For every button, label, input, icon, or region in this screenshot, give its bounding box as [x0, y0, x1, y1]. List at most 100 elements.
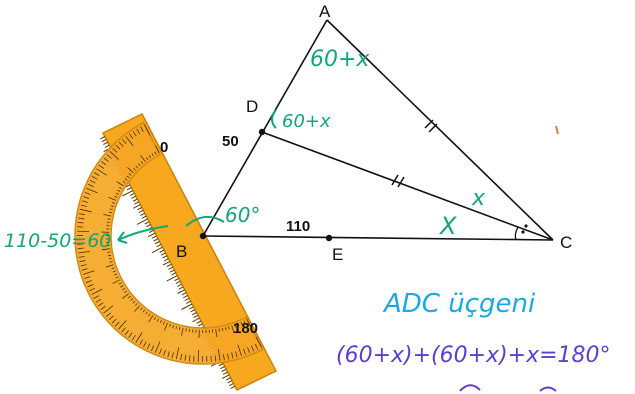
ruler-tick [163, 258, 169, 262]
ruler-tick [181, 303, 193, 310]
side-AC [326, 19, 554, 241]
protractor-tick [93, 172, 100, 176]
protractor-tick [108, 211, 112, 214]
protractor-tick [146, 343, 151, 350]
protractor-tick [109, 208, 113, 211]
protractor-tick [78, 217, 85, 220]
point-D [258, 128, 266, 136]
ruler-tick [230, 385, 236, 390]
protractor-tick [87, 284, 94, 288]
protractor-tick [214, 355, 217, 362]
protractor-tick [154, 151, 157, 155]
partial-stroke-1 [459, 384, 481, 392]
protractor-tick [101, 248, 110, 251]
protractor-tick [93, 295, 99, 299]
protractor-tick [107, 218, 111, 220]
stray-mark [555, 125, 559, 135]
point-B [199, 232, 207, 240]
protractor-tick [127, 167, 134, 174]
protractor-tick [80, 204, 87, 207]
protractor-tick [106, 154, 112, 159]
ruler-tick [162, 255, 168, 259]
ruler-tick [228, 382, 234, 387]
protractor-tick [167, 351, 170, 358]
annotation-angle-C-lower: X [438, 212, 457, 240]
protractor-tick [108, 197, 117, 201]
ruler-tick [192, 317, 200, 323]
protractor-tick [155, 145, 160, 153]
protractor-tick [140, 126, 144, 132]
protractor-tick [148, 315, 154, 323]
protractor-tick [91, 288, 103, 296]
protractor-tick [108, 258, 112, 260]
protractor-tick [87, 183, 94, 188]
protractor-tick [122, 138, 127, 145]
protractor-tick [135, 165, 139, 169]
protractor-tick [197, 349, 199, 362]
ruler-tick [175, 280, 181, 285]
protractor-tick [91, 176, 98, 180]
protractor-tick [148, 155, 152, 159]
protractor-tick [98, 302, 104, 307]
angle-B-arc [185, 215, 225, 227]
ruler-tick [191, 312, 197, 316]
protractor-tick [115, 144, 121, 150]
ruler-tick [184, 297, 190, 302]
ruler-tick [193, 314, 199, 319]
protractor-tick [135, 332, 143, 343]
arrow-left-icon [117, 225, 169, 244]
protractor-tick [89, 287, 96, 292]
annotation-equation: (60+x)+(60+x)+x=180° [336, 343, 611, 368]
annotation-angle-C-upper: x [471, 186, 486, 211]
protractor-tick [132, 131, 137, 137]
ruler-tick [131, 195, 137, 199]
label-E: E [332, 245, 343, 264]
protractor-tick [124, 290, 127, 294]
protractor-label-110: 110 [286, 218, 310, 235]
protractor-tick [107, 254, 112, 257]
protractor-tick [122, 181, 126, 184]
ruler-tick [160, 252, 166, 256]
protractor-tick [96, 168, 107, 176]
ruler-tick [138, 209, 144, 214]
protractor-tick [115, 192, 119, 195]
protractor-tick [234, 324, 237, 328]
protractor-tick [108, 315, 114, 321]
protractor-tick [124, 178, 128, 181]
protractor-tick [228, 326, 230, 330]
annotation-angle-A: 60+x [310, 47, 370, 72]
protractor-tick [124, 330, 130, 336]
protractor-tick [105, 264, 114, 268]
protractor-tick [227, 353, 230, 360]
ruler-tick [151, 246, 163, 254]
protractor-tick [178, 327, 181, 331]
ruler-tick [183, 294, 188, 299]
side-AB [202, 19, 328, 237]
protractor-tick [117, 189, 121, 192]
protractor-tick [148, 313, 151, 317]
protractor-tick [185, 328, 187, 332]
ruler-tick [162, 260, 171, 266]
protractor-tick [118, 282, 122, 285]
protractor-tick [159, 348, 162, 355]
protractor-tick [240, 321, 243, 325]
protractor-tick [235, 351, 238, 358]
ruler-tick [178, 286, 184, 290]
annotation-angle-B: 60° [225, 203, 260, 227]
protractor-tick [180, 354, 183, 361]
ruler-tick [156, 243, 162, 248]
ruler-tick [169, 269, 175, 273]
protractor-tick [138, 163, 141, 167]
protractor-tick [133, 168, 136, 171]
protractor-tick [140, 155, 146, 162]
protractor-tick [101, 161, 107, 166]
protractor-tick [150, 345, 155, 352]
protractor-tick [231, 325, 235, 334]
ruler-tick [153, 238, 159, 242]
protractor-tick [95, 298, 102, 303]
ruler-tick [134, 201, 140, 205]
protractor-tick [109, 261, 113, 263]
protractor-tick [159, 320, 162, 324]
protractor-tick [119, 186, 122, 190]
segment-DC [261, 131, 554, 241]
